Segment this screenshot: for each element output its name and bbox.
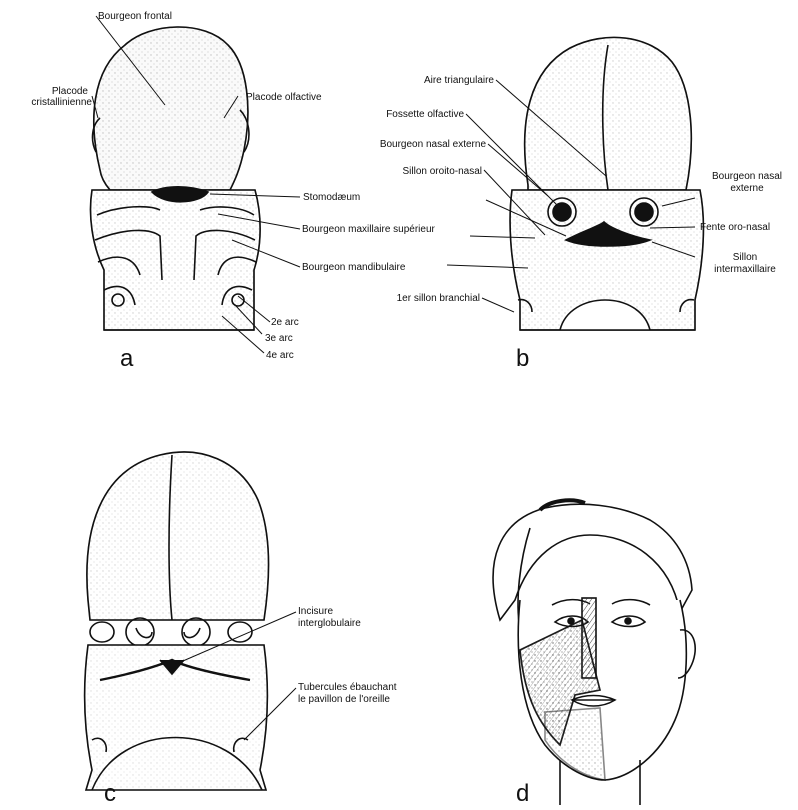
label-3e-arc: 3e arc <box>265 333 293 344</box>
panel-label-a: a <box>120 345 133 373</box>
label-aire-triangulaire: Aire triangulaire <box>370 75 494 86</box>
panel-label-b: b <box>516 345 529 373</box>
label-placode-cristallinienne-line2: cristallinienne <box>6 97 92 108</box>
label-sillon-oroito-nasal: Sillon oroito-nasal <box>350 166 482 177</box>
face-d-drawing <box>493 500 695 805</box>
label-incisure-line2: interglobulaire <box>298 618 361 629</box>
label-1er-sillon-branchial: 1er sillon branchial <box>350 293 480 304</box>
label-4e-arc: 4e arc <box>266 350 294 361</box>
label-placode-olfactive: Placode olfactive <box>246 92 322 103</box>
embryo-a-drawing <box>91 27 261 330</box>
label-sillon-intermaxillaire-line2: intermaxillaire <box>700 264 790 275</box>
panel-label-d: d <box>516 780 529 808</box>
label-2e-arc: 2e arc <box>271 317 299 328</box>
label-bourgeon-nasal-externe-right-line2: externe <box>698 183 796 194</box>
embryo-b-drawing <box>510 37 703 330</box>
panel-label-c: c <box>104 780 116 808</box>
label-stomodaeum: Stomodæum <box>303 192 360 203</box>
label-fente-oro-nasal: Fente oro-nasal <box>700 222 770 233</box>
label-bourgeon-nasal-externe-right-line1: Bourgeon nasal <box>698 171 796 182</box>
label-incisure-line1: Incisure <box>298 606 333 617</box>
label-tubercules-line1: Tubercules ébauchant <box>298 682 397 693</box>
label-bourgeon-maxillaire-superieur: Bourgeon maxillaire supérieur <box>302 224 435 235</box>
label-tubercules-line2: le pavillon de l'oreille <box>298 694 390 705</box>
label-bourgeon-mandibulaire: Bourgeon mandibulaire <box>302 262 405 273</box>
label-sillon-intermaxillaire-line1: Sillon <box>700 252 790 263</box>
embryo-c-drawing <box>85 452 269 790</box>
label-fossette-olfactive: Fossette olfactive <box>340 109 464 120</box>
label-bourgeon-nasal-externe-left: Bourgeon nasal externe <box>326 139 486 150</box>
label-placode-cristallinienne-line1: Placode <box>24 86 88 97</box>
label-bourgeon-frontal: Bourgeon frontal <box>98 11 172 22</box>
